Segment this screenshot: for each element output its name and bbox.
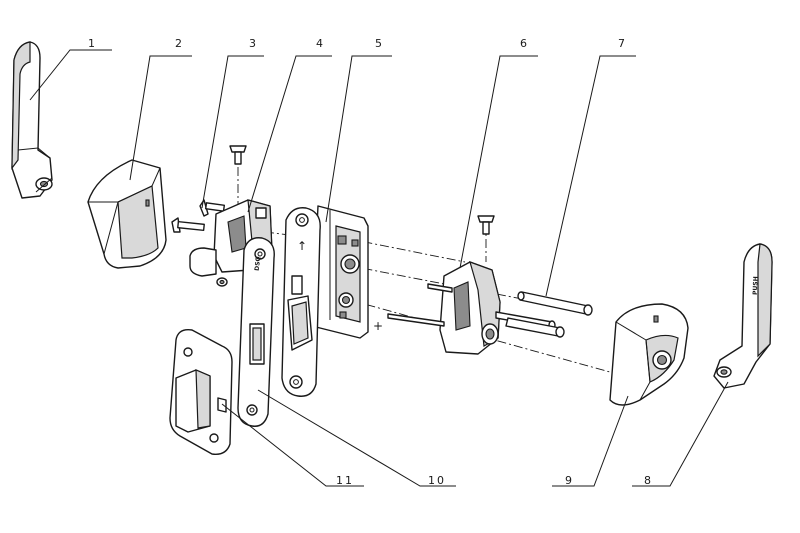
part-2-outer-cover <box>87 159 167 269</box>
brand-handle-text: PUSH <box>752 276 760 295</box>
part-7-connecting-screws <box>505 291 593 338</box>
arrow-symbol: ↑ <box>297 239 307 253</box>
callout-3: 3 <box>249 37 258 50</box>
callout-8: 8 <box>644 474 653 487</box>
part-1-outer-handle <box>11 41 53 199</box>
plus-symbol: + <box>373 319 383 333</box>
part-6-inner-mounting-plate <box>439 215 501 355</box>
lock-front-plate <box>281 207 321 397</box>
markings: DSQ PUSH ↑ + <box>254 239 760 333</box>
callout-1: 1 <box>88 37 97 50</box>
callout-4: 4 <box>316 37 325 50</box>
brand-lock-text: DSQ <box>254 256 262 271</box>
callout-numbers: 1 2 3 4 5 6 7 8 9 10 11 <box>88 37 653 487</box>
callout-5: 5 <box>375 37 384 50</box>
part-5-lock-body <box>311 205 369 339</box>
callout-6: 6 <box>520 37 529 50</box>
callout-11: 11 <box>336 474 354 487</box>
callout-10: 10 <box>428 474 446 487</box>
part-10-lock-faceplate <box>237 237 275 427</box>
part-8-inner-handle <box>713 243 773 389</box>
callout-9: 9 <box>565 474 574 487</box>
leader-lines <box>29 49 729 487</box>
callout-2: 2 <box>175 37 184 50</box>
part-3-screws <box>171 145 247 233</box>
callout-7: 7 <box>618 37 627 50</box>
part-9-inner-cover <box>609 303 689 406</box>
part-11-strike-plate <box>169 329 233 455</box>
